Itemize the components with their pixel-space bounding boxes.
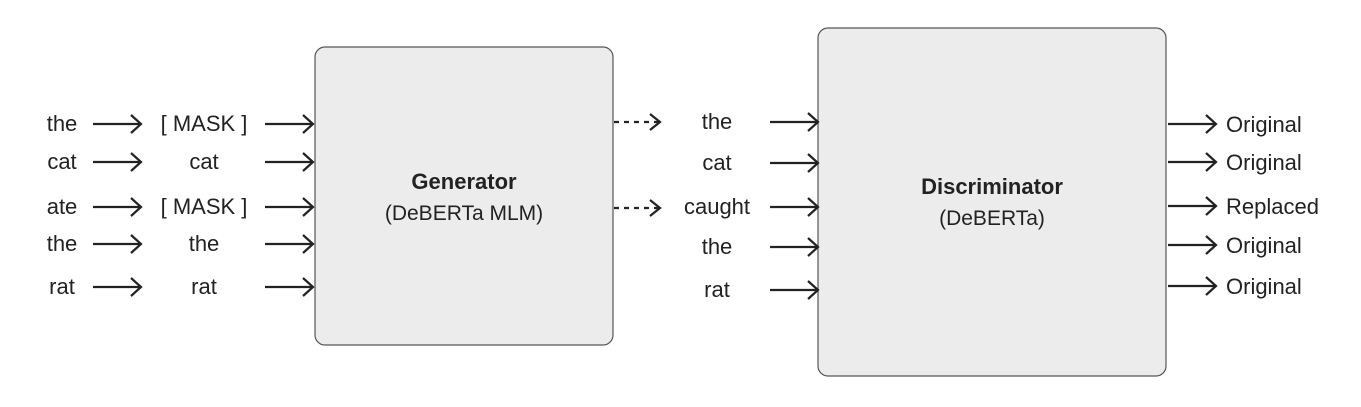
arrow-discriminator-to-label [1168,114,1218,296]
masked-token: [ MASK ] [161,194,248,219]
masked-token: the [189,231,220,256]
generated-token: the [702,109,733,134]
generator-subtitle: (DeBERTa MLM) [385,202,543,225]
masked-token: [ MASK ] [161,111,248,136]
generated-token: caught [684,194,750,219]
generator-box [314,46,614,346]
generated-token: cat [702,150,731,175]
output-label: Replaced [1226,194,1319,219]
discriminator-title: Discriminator [921,174,1063,199]
input-token: the [47,231,78,256]
masked-token: rat [191,274,217,299]
discriminator-box [817,27,1167,377]
dashed-arrow-generator-output [614,113,662,217]
input-token: rat [49,274,75,299]
input-token: the [47,111,78,136]
generated-token: rat [704,277,730,302]
output-label: Original [1226,274,1302,299]
generated-token: the [702,234,733,259]
generator-title: Generator [411,169,517,194]
input-token: cat [47,149,76,174]
arrow-generated-to-discriminator [770,112,820,300]
arrow-input-to-masked [93,114,143,297]
discriminator-subtitle: (DeBERTa) [939,207,1045,230]
input-token: ate [47,194,78,219]
arrow-masked-to-generator [265,114,315,297]
output-label: Original [1226,233,1302,258]
masked-token: cat [189,149,218,174]
output-label: Original [1226,112,1302,137]
output-label: Original [1226,150,1302,175]
